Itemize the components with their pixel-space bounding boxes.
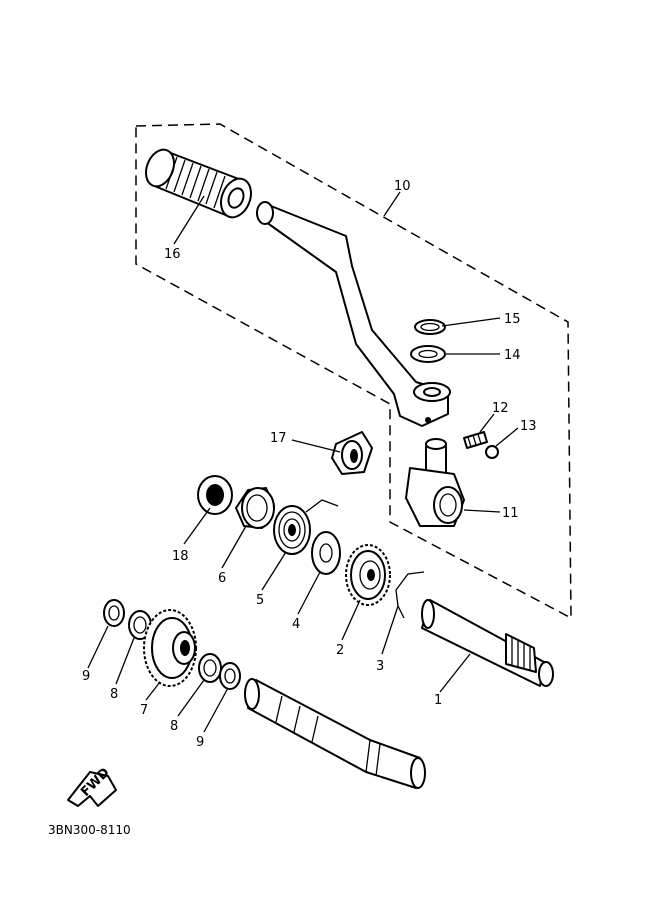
callout-9-b: 9 (196, 735, 204, 750)
callout-12: 12 (492, 401, 509, 416)
callout-1: 1 (434, 693, 442, 708)
part-8-washer-b (198, 653, 222, 683)
callout-14: 14 (504, 348, 521, 363)
part-5-torsion-spring (273, 499, 339, 555)
part-7-idle-gear (143, 609, 197, 687)
callout-3: 3 (376, 659, 384, 674)
callout-8-a: 8 (110, 687, 118, 702)
part-9-circlip-b (219, 662, 241, 690)
callout-6: 6 (218, 571, 226, 586)
part-12-spring (463, 431, 488, 449)
callout-13: 13 (520, 419, 537, 434)
callout-2: 2 (336, 643, 344, 658)
part-16-kick-grip (145, 148, 252, 219)
callout-8-b: 8 (170, 719, 178, 734)
callout-16: 16 (164, 247, 181, 262)
callout-11: 11 (502, 506, 519, 521)
leader-lines (87, 191, 519, 733)
callout-15: 15 (504, 312, 521, 327)
part-9-circlip-a (103, 599, 125, 627)
part-2-kick-gear (345, 544, 391, 606)
part-13-ball (485, 445, 499, 459)
part-17-collar (331, 431, 373, 475)
callout-4: 4 (292, 617, 300, 632)
part-3-clip (395, 571, 425, 619)
callout-9-a: 9 (82, 669, 90, 684)
part-14-washer (410, 345, 446, 363)
callout-labels: 1 2 3 4 5 6 7 8 8 9 9 10 11 12 13 14 15 … (82, 179, 537, 750)
part-4-washer (311, 531, 341, 575)
part-11-kick-boss (405, 438, 465, 527)
callout-5: 5 (256, 593, 264, 608)
part-18-oil-seal (197, 475, 233, 515)
callout-18: 18 (172, 549, 189, 564)
idle-gear-shaft (244, 678, 426, 789)
part-1-kick-axle (421, 599, 554, 687)
part-15-circlip (414, 319, 446, 335)
callout-10: 10 (394, 179, 411, 194)
callout-7: 7 (140, 703, 148, 718)
part-6-spring-guide (235, 487, 275, 529)
kick-lever-group-outline (135, 123, 572, 620)
part-10-kick-crank (256, 201, 451, 427)
fwd-arrow-icon: FWD (67, 765, 117, 807)
drawing-code: 3BN300-8110 (48, 823, 131, 837)
callout-17: 17 (270, 431, 287, 446)
